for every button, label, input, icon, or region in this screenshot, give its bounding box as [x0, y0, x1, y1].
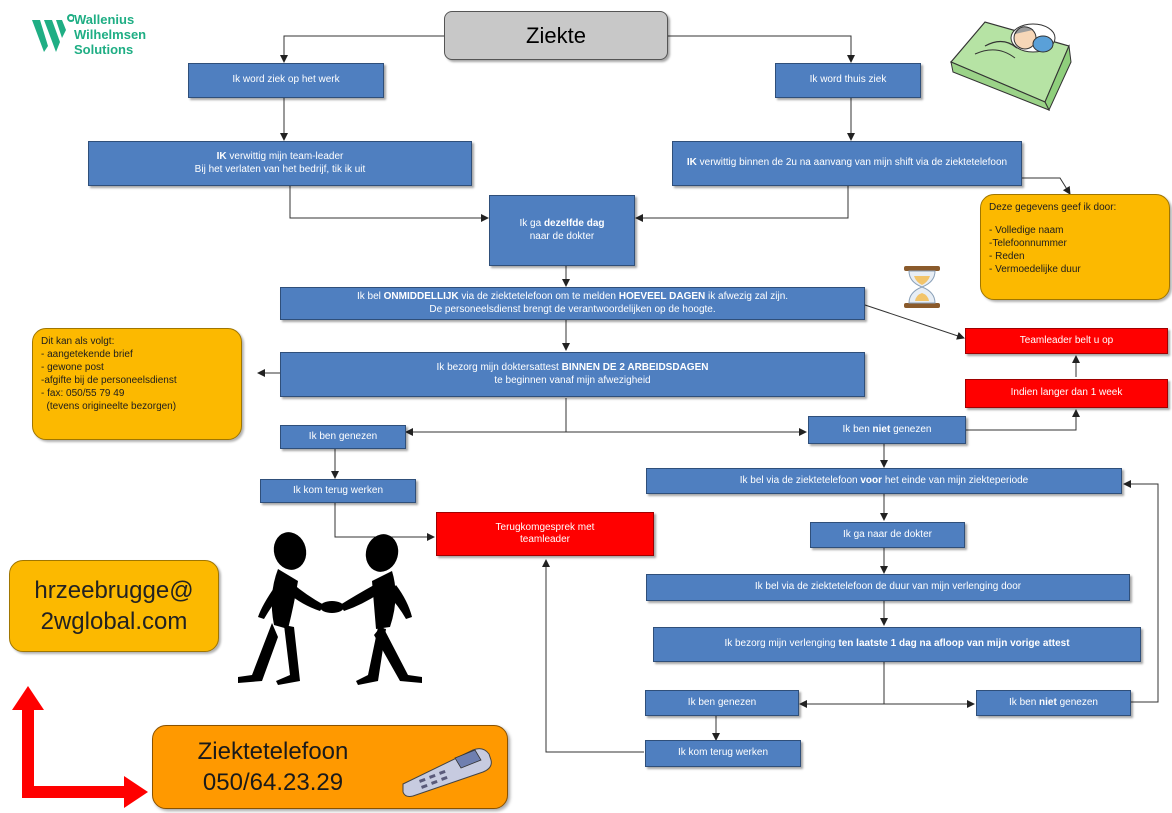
arrow-to-healed-right	[799, 662, 885, 708]
email-box: hrzeebrugge@ 2wglobal.com	[9, 560, 219, 652]
node-longer-week: Indien langer dan 1 week	[965, 379, 1168, 408]
node-healed-left: Ik ben genezen	[280, 425, 406, 449]
node-notify-phone: IK verwittig binnen de 2u na aanvang van…	[672, 141, 1022, 186]
node-leader-calls: Teamleader belt u op	[965, 328, 1168, 354]
sick-person-icon	[950, 21, 1072, 112]
email-line2: 2wglobal.com	[40, 608, 188, 635]
arrow-phone-info	[1020, 177, 1071, 195]
node-healed-right: Ik ben genezen	[645, 690, 799, 716]
info-box: Deze gegevens geef ik door: - Volledige …	[980, 194, 1170, 300]
delivery-options-box: Dit kan als volgt: - aangetekende brief …	[32, 328, 242, 440]
arrow-title-work	[280, 35, 444, 63]
phone-number: 050/64.23.29	[202, 769, 344, 797]
page-title: Ziekte	[526, 22, 586, 48]
arrow-loop-back	[1123, 480, 1159, 703]
mobile-phone-icon	[402, 748, 492, 797]
email-line1: hrzeebrugge@	[34, 576, 194, 604]
node-deliver-extension: Ik bezorg mijn verlenging ten laatste 1 …	[653, 627, 1141, 662]
handshake-figures-icon	[238, 532, 422, 685]
node-not-healed-right: Ik ben niet genezen	[976, 690, 1131, 716]
node-go-doctor: Ik ga naar de dokter	[810, 522, 965, 548]
node-call-before-end: Ik bel via de ziektetelefoon voor het ei…	[646, 468, 1122, 494]
arrow-phone-doctor	[635, 186, 849, 222]
red-arrow-icon	[12, 686, 148, 808]
node-back-to-work-right: Ik kom terug werken	[645, 740, 801, 767]
arrow-back-talk	[334, 503, 435, 541]
node-work-sick: Ik word ziek op het werk	[188, 63, 384, 98]
node-not-healed: Ik ben niet genezen	[808, 416, 966, 444]
arrow-call-leadercalls	[864, 304, 965, 340]
node-home-sick: Ik word thuis ziek	[775, 63, 921, 98]
arrow-leader-doctor	[289, 186, 489, 222]
company-logo-icon	[32, 14, 74, 52]
node-return-talk: Terugkomgesprek met teamleader	[436, 512, 654, 556]
company-name: Wallenius Wilhelmsen Solutions	[74, 12, 147, 57]
phone-label: Ziektetelefoon	[197, 738, 349, 765]
title-box: Ziekte	[444, 11, 668, 60]
arrow-to-healed-left	[405, 398, 567, 436]
node-back-to-work-left: Ik kom terug werken	[260, 479, 416, 503]
node-call-extension: Ik bel via de ziektetelefoon de duur van…	[646, 574, 1130, 601]
arrow-back-right-talk	[542, 559, 644, 753]
phone-box: Ziektetelefoon 050/64.23.29	[152, 725, 508, 809]
hourglass-icon	[904, 266, 940, 308]
node-deliver-attest: Ik bezorg mijn doktersattest BINNEN DE 2…	[280, 352, 865, 397]
arrow-notheal-longer	[966, 409, 1080, 431]
arrow-title-home	[668, 35, 855, 63]
node-call-immediately: Ik bel ONMIDDELLIJK via de ziektetelefoo…	[280, 287, 865, 320]
